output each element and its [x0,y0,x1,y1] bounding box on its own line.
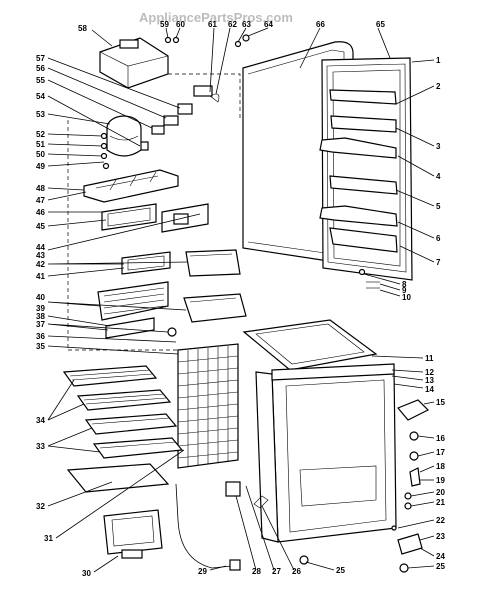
callout-56: 56 [36,64,45,73]
callout-7: 7 [436,258,441,267]
callout-57: 57 [36,54,45,63]
callout-4: 4 [436,172,441,181]
callout-35: 35 [36,342,45,351]
callout-3: 3 [436,142,441,151]
callout-25a: 25 [336,566,345,575]
callout-59: 59 [160,20,169,29]
callout-8: 8 [402,280,407,289]
callout-55: 55 [36,76,45,85]
callout-12: 12 [425,368,434,377]
callout-28: 28 [252,567,261,576]
callout-61: 61 [208,20,217,29]
callout-labels: 1 2 3 4 5 6 7 8 9 10 11 12 13 14 15 16 1… [36,20,445,578]
callout-38: 38 [36,312,45,321]
callout-60: 60 [176,20,185,29]
callout-33: 33 [36,442,45,451]
callout-29: 29 [198,567,207,576]
callout-16: 16 [436,434,445,443]
callout-19: 19 [436,476,445,485]
crisper-drawer [103,509,163,559]
callout-62: 62 [228,20,237,29]
callout-25b: 25 [436,562,445,571]
callout-44: 44 [36,243,45,252]
callout-17: 17 [436,448,445,457]
callout-23: 23 [436,532,445,541]
refrigerator-door [242,41,413,281]
callout-11: 11 [425,354,434,363]
callout-27: 27 [272,567,281,576]
callout-24: 24 [436,552,445,561]
condenser-coil [177,343,239,469]
callout-15: 15 [436,398,445,407]
callout-42: 42 [36,260,45,269]
refrigerator-cabinet [242,319,397,543]
callout-34: 34 [36,416,45,425]
callout-1: 1 [436,56,441,65]
watermark: AppliancePartsPros.com [139,10,293,25]
freezer-evaporator [97,281,169,321]
callout-58: 58 [78,24,87,33]
callout-48: 48 [36,184,45,193]
callout-54: 54 [36,92,45,101]
callout-47: 47 [36,196,45,205]
callout-5: 5 [436,202,441,211]
callout-52: 52 [36,130,45,139]
callout-9: 9 [402,286,407,295]
callout-20: 20 [436,488,445,497]
callout-6: 6 [436,234,441,243]
callout-63: 63 [242,20,251,29]
callout-13: 13 [425,376,434,385]
callout-26: 26 [292,567,301,576]
callout-41: 41 [36,272,45,281]
callout-40: 40 [36,293,45,302]
callout-46: 46 [36,208,45,217]
compressor [106,115,142,157]
thermostat-housing [99,37,169,89]
callout-31: 31 [44,534,53,543]
callout-39: 39 [36,304,45,313]
callout-2: 2 [436,82,441,91]
callout-49: 49 [36,162,45,171]
callout-22: 22 [436,516,445,525]
callout-66: 66 [316,20,325,29]
callout-32: 32 [36,502,45,511]
callout-51: 51 [36,140,45,149]
callout-10: 10 [402,293,411,302]
callout-45: 45 [36,222,45,231]
callout-37: 37 [36,320,45,329]
callout-53: 53 [36,110,45,119]
callout-30: 30 [82,569,91,578]
callout-21: 21 [436,498,445,507]
callout-18: 18 [436,462,445,471]
callout-14: 14 [425,385,434,394]
wire-shelves [62,365,184,459]
callout-65: 65 [376,20,385,29]
callout-64: 64 [264,20,273,29]
callout-43: 43 [36,251,45,260]
callout-36: 36 [36,332,45,341]
callout-50: 50 [36,150,45,159]
